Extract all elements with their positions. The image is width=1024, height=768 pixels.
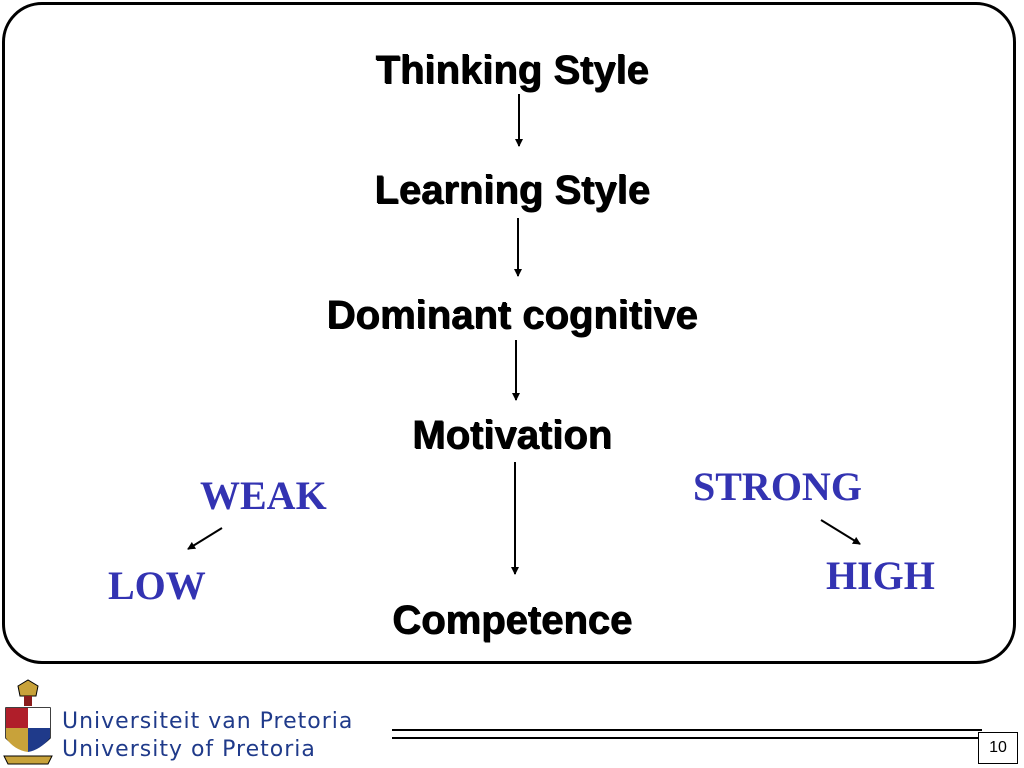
step-dominant-cognitive: Dominant cognitive <box>326 293 698 337</box>
arrow-strong-to-high <box>820 519 861 545</box>
footer-rule-bottom <box>392 737 978 739</box>
page-number: 10 <box>978 732 1018 764</box>
label-weak: WEAK <box>200 473 327 518</box>
label-low: LOW <box>108 563 206 608</box>
step-learning-style: Learning Style <box>374 168 650 212</box>
step-competence: Competence <box>391 598 633 642</box>
university-name-english: University of Pretoria <box>62 737 316 762</box>
label-strong: STRONG <box>693 464 862 509</box>
step-motivation: Motivation <box>412 413 612 457</box>
label-high: HIGH <box>826 553 935 598</box>
footer-rule-top <box>392 729 982 731</box>
arrow-weak-to-low <box>187 527 223 550</box>
university-crest-logo <box>3 679 53 765</box>
slide-frame <box>2 2 1016 664</box>
step-thinking-style: Thinking Style <box>375 48 649 92</box>
university-name-afrikaans: Universiteit van Pretoria <box>62 709 354 734</box>
